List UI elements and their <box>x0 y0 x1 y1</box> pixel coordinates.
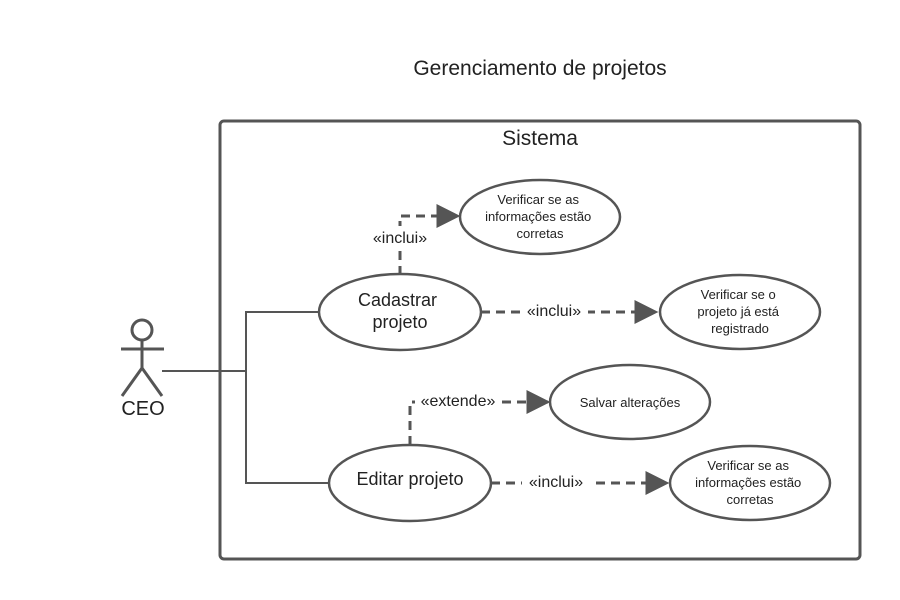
use-case-salvar-label: Salvar alterações <box>580 395 681 410</box>
label-bg <box>520 300 588 322</box>
relations <box>398 204 670 495</box>
use-case-verificar-registrado <box>658 273 822 351</box>
relation-label-include-top: «inclui» <box>373 230 427 247</box>
actor-right-leg <box>140 367 164 397</box>
use-case-salvar-alteracoes <box>548 363 712 441</box>
actor-left-leg <box>120 367 144 397</box>
label-bg <box>366 226 434 248</box>
use-case-verificar-informacoes-1 <box>458 178 622 256</box>
relation-include-top <box>398 204 461 275</box>
use-case-verificar-registrado-label: Verificar se o projeto já está registrad… <box>697 287 782 336</box>
label-bg <box>415 391 501 413</box>
system-boundary <box>218 119 862 561</box>
use-case-cadastrar-projeto <box>317 272 483 352</box>
label-bg <box>522 471 590 493</box>
actor-head <box>130 318 154 342</box>
relation-label-include-mid: «inclui» <box>527 303 581 320</box>
actor-ceo <box>120 318 164 397</box>
diagram-title: Gerenciamento de projetos <box>413 57 666 80</box>
use-case-cadastrar-label: Cadastrar projeto <box>358 290 442 332</box>
relation-label-extend: «extende» <box>421 393 496 410</box>
system-label: Sistema <box>502 127 578 150</box>
use-case-verificar-informacoes-1-label: Verificar se as informações estão corret… <box>485 192 595 241</box>
associations <box>162 311 330 484</box>
use-case-editar-projeto <box>327 443 493 523</box>
association-cadastrar <box>162 311 320 372</box>
use-case-editar-label: Editar projeto <box>356 469 463 489</box>
actor-label: CEO <box>121 398 164 420</box>
association-editar <box>162 370 330 484</box>
use-case-verificar-informacoes-2 <box>668 444 832 522</box>
relation-label-include-bottom: «inclui» <box>529 474 583 491</box>
relation-extend <box>408 390 551 445</box>
use-case-verificar-informacoes-2-label: Verificar se as informações estão corret… <box>695 458 805 507</box>
